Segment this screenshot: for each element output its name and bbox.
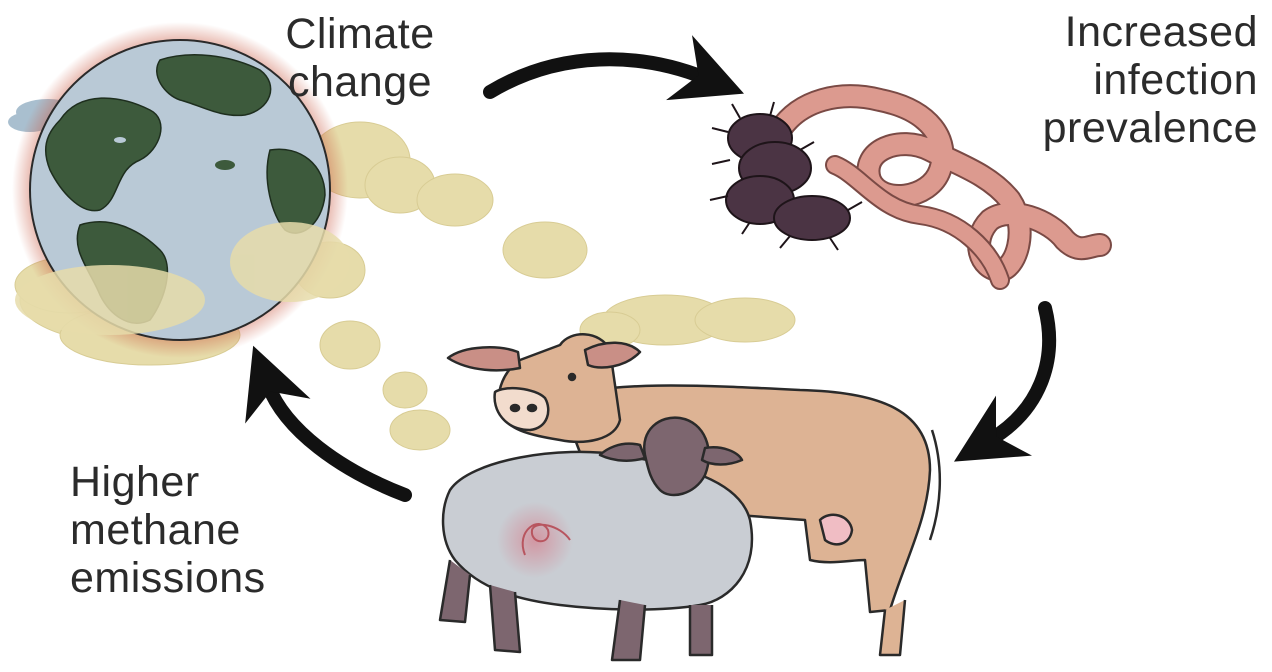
arrow-climate-to-infection — [490, 59, 705, 92]
label-line: Increased — [958, 8, 1258, 56]
label-line: Higher — [70, 458, 350, 506]
label-line: Climate — [250, 10, 470, 58]
arrow-infection-to-livestock — [990, 308, 1049, 440]
label-increased-infection: Increased infection prevalence — [958, 8, 1258, 152]
label-climate-change: Climate change — [250, 10, 470, 106]
label-line: change — [250, 58, 470, 106]
sheep-icon — [440, 418, 752, 660]
label-higher-methane: Higher methane emissions — [70, 458, 350, 602]
label-line: prevalence — [958, 104, 1258, 152]
label-line: methane — [70, 506, 350, 554]
label-line: infection — [958, 56, 1258, 104]
label-line: emissions — [70, 554, 350, 602]
